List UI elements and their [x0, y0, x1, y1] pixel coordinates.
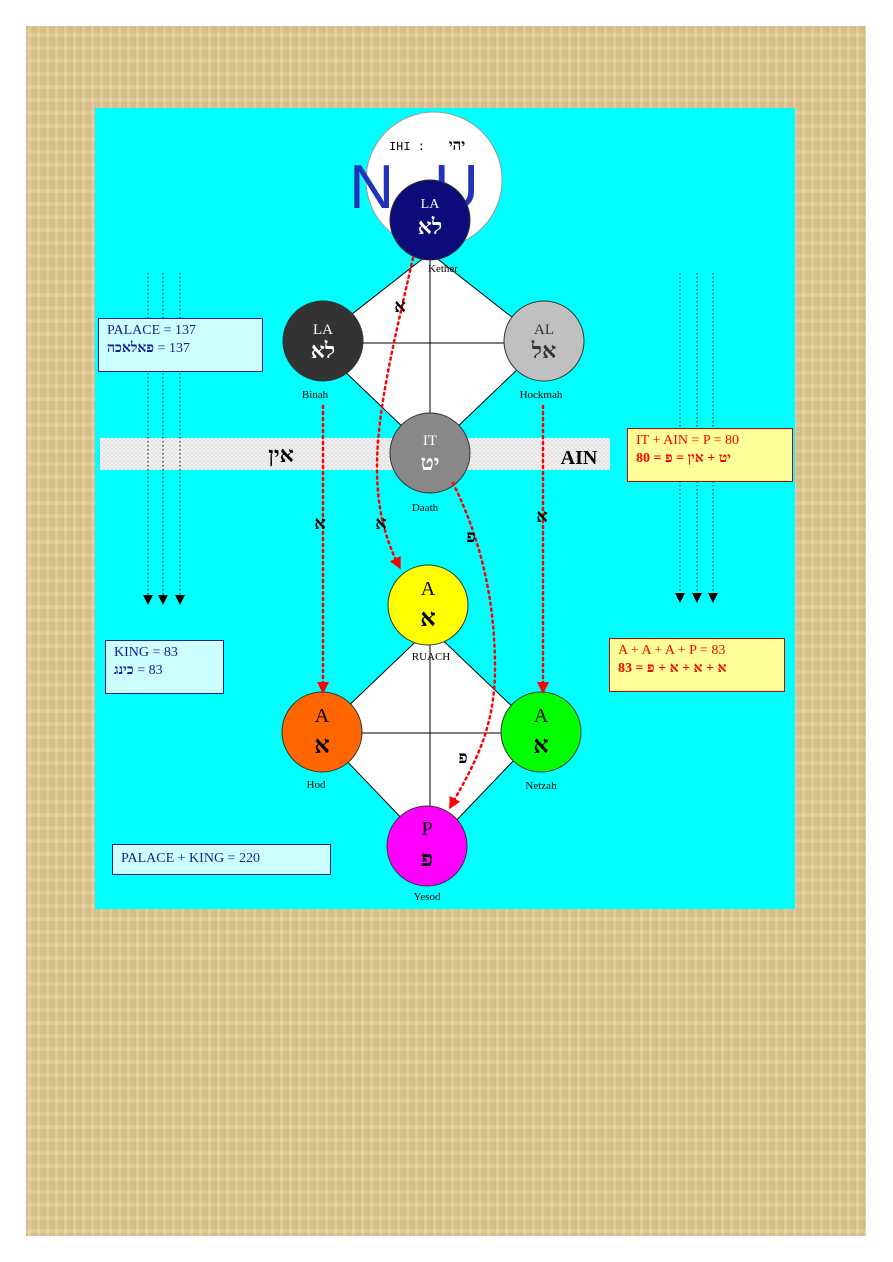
path-letter-hockmah: א	[536, 506, 548, 527]
path-kether-ruach	[375, 256, 415, 570]
it-ain-box-line1: IT + AIN = P = 80	[636, 433, 740, 448]
node-hod-latin: A	[315, 705, 330, 727]
node-hockmah: AL אל Hockmah	[503, 300, 585, 401]
it-ain-box-line2: יט + אין = פ = 80	[636, 451, 731, 466]
node-ruach-hebrew: א	[420, 603, 435, 632]
node-daath-caption: Daath	[412, 502, 439, 514]
path-letter-yesod: פ	[458, 748, 467, 768]
path-letter-ruach: א	[375, 513, 387, 534]
node-kether-latin: LA	[421, 197, 441, 212]
node-hod-caption: Hod	[307, 779, 326, 791]
path-letter-kether: א	[394, 296, 406, 317]
ain-band-hebrew: אין	[268, 442, 294, 468]
top-circle-label: IHI :	[389, 140, 425, 154]
node-yesod-latin: P	[421, 818, 432, 840]
node-yesod-caption: Yesod	[413, 891, 441, 903]
king-box: KING = 83 כינג = 83	[105, 640, 224, 694]
palace-box: PALACE = 137 פאלאכה = 137	[98, 318, 263, 372]
palace-king-box: PALACE + KING = 220	[112, 844, 331, 875]
node-hockmah-latin: AL	[534, 322, 554, 338]
node-hod-hebrew: א	[314, 730, 329, 759]
palace-box-value: = 137	[154, 341, 190, 356]
node-binah-latin: LA	[313, 322, 333, 338]
king-box-line1: KING = 83	[114, 645, 178, 660]
node-binah: LA לא Binah	[282, 300, 364, 401]
red-paths	[317, 256, 549, 810]
sum-a-box: A + A + A + P = 83 א + א + א + פ = 83	[609, 638, 785, 692]
king-box-value: = 83	[133, 663, 163, 678]
node-hockmah-hebrew: אל	[531, 338, 556, 364]
palace-box-line2: פאלאכה = 137	[107, 340, 254, 358]
it-ain-box: IT + AIN = P = 80 יט + אין = פ = 80	[627, 428, 793, 482]
node-netzah-hebrew: א	[533, 730, 548, 759]
node-hockmah-caption: Hockmah	[520, 389, 563, 401]
node-hod: A א Hod	[281, 691, 363, 791]
node-netzah-caption: Netzah	[525, 780, 557, 792]
king-box-line2: כינג = 83	[114, 662, 215, 680]
node-yesod-hebrew: פ	[421, 846, 433, 872]
node-binah-caption: Binah	[302, 389, 329, 401]
path-daath-yesod	[449, 481, 497, 810]
node-kether-hebrew: לא	[418, 214, 442, 240]
palace-king-box-line1: PALACE + KING = 220	[121, 851, 260, 866]
node-netzah-latin: A	[534, 705, 549, 727]
diagram-panel: אין AIN NU IHI : יהי LA לא	[95, 108, 795, 909]
king-box-hebrew: כינג	[114, 663, 134, 678]
palace-box-hebrew: פאלאכה	[107, 341, 155, 356]
top-circle-hebrew: יהי	[449, 136, 466, 154]
tree-of-life-diagram: אין AIN NU IHI : יהי LA לא	[100, 111, 718, 903]
node-ruach-caption: RUACH	[412, 651, 451, 663]
left-dotted-arrows	[143, 273, 185, 605]
node-ruach-latin: A	[421, 578, 436, 600]
path-letter-binah: א	[314, 513, 326, 534]
node-netzah: A א Netzah	[500, 691, 582, 792]
path-letter-daath: פ	[466, 527, 475, 547]
node-kether: LA לא Kether	[389, 179, 471, 275]
node-kether-caption: Kether	[428, 263, 458, 275]
node-daath: IT יט Daath	[389, 412, 471, 514]
node-daath-latin: IT	[423, 433, 437, 449]
sum-a-box-line1: A + A + A + P = 83	[618, 643, 726, 658]
node-daath-hebrew: יט	[420, 450, 439, 476]
node-binah-hebrew: לא	[311, 338, 335, 364]
ain-band	[100, 438, 610, 470]
sum-a-box-line2: א + א + א + פ = 83	[618, 661, 727, 676]
ain-band-label: AIN	[561, 447, 598, 469]
node-yesod: P פ Yesod	[386, 805, 468, 903]
node-ruach: A א RUACH	[387, 564, 469, 663]
palace-box-line1: PALACE = 137	[107, 323, 197, 338]
